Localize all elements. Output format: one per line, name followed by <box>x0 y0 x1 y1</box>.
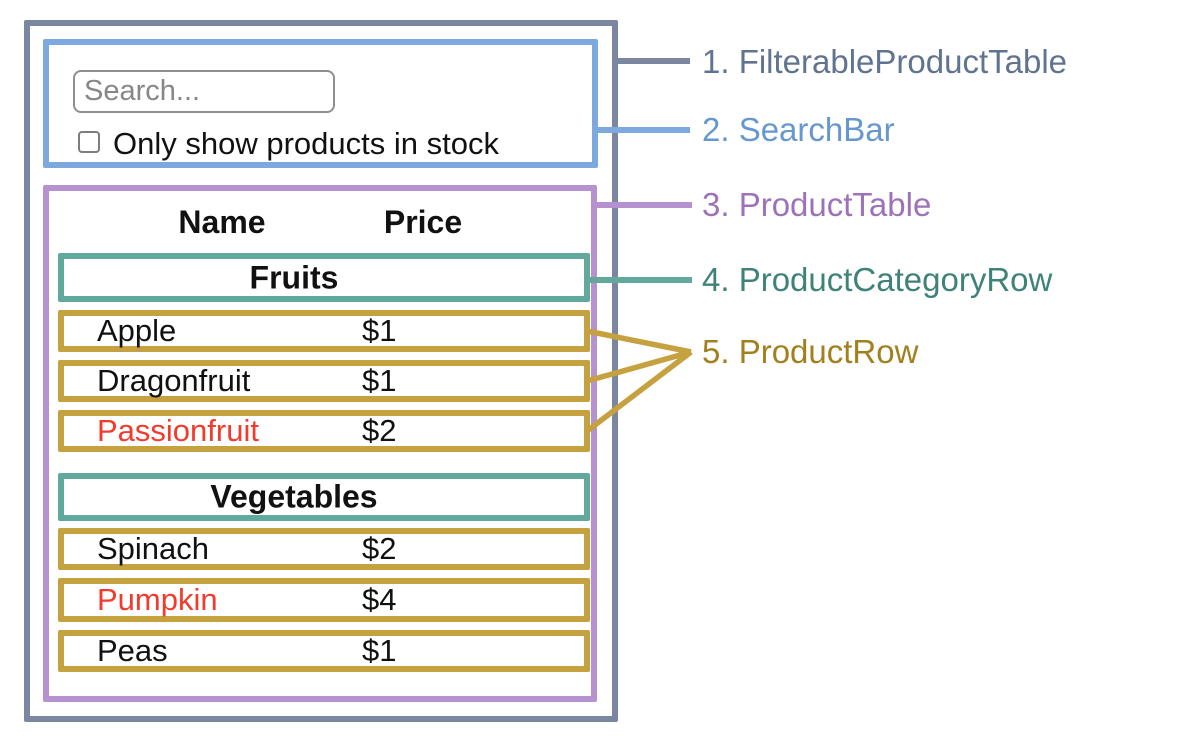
legend-filterable-product-table: 1. FilterableProductTable <box>702 43 1068 80</box>
product-category-row: Vegetables <box>58 473 590 521</box>
legend-product-table: 3. ProductTable <box>702 186 932 223</box>
product-row: Peas $1 <box>58 630 590 672</box>
product-price: $1 <box>362 313 397 348</box>
product-row: Dragonfruit $1 <box>58 360 590 402</box>
legend-search-bar: 2. SearchBar <box>702 111 895 148</box>
product-name: Apple <box>97 313 177 348</box>
column-header-name: Name <box>178 204 266 240</box>
product-price: $2 <box>362 413 397 448</box>
legend-product-row: 5. ProductRow <box>702 333 919 370</box>
column-header-price: Price <box>383 204 463 240</box>
legend-product-category-row: 4. ProductCategoryRow <box>702 261 1053 298</box>
search-input[interactable] <box>73 70 335 113</box>
product-category-row: Fruits <box>58 253 590 302</box>
product-row: Spinach $2 <box>58 528 590 570</box>
product-name: Passionfruit <box>97 413 259 448</box>
product-row: Passionfruit $2 <box>58 410 590 452</box>
in-stock-checkbox[interactable] <box>78 131 100 153</box>
product-price: $1 <box>362 633 397 668</box>
category-label: Fruits <box>249 259 339 295</box>
product-row: Pumpkin $4 <box>58 578 590 622</box>
product-price: $4 <box>362 582 397 617</box>
product-name: Peas <box>97 633 168 668</box>
product-price: $2 <box>362 531 397 566</box>
product-row: Apple $1 <box>58 310 590 352</box>
category-label: Vegetables <box>210 478 378 515</box>
in-stock-checkbox-label[interactable]: Only show products in stock <box>113 126 499 161</box>
product-name: Pumpkin <box>97 582 218 617</box>
product-name: Spinach <box>97 531 210 566</box>
product-price: $1 <box>362 363 397 398</box>
product-name: Dragonfruit <box>97 363 251 398</box>
